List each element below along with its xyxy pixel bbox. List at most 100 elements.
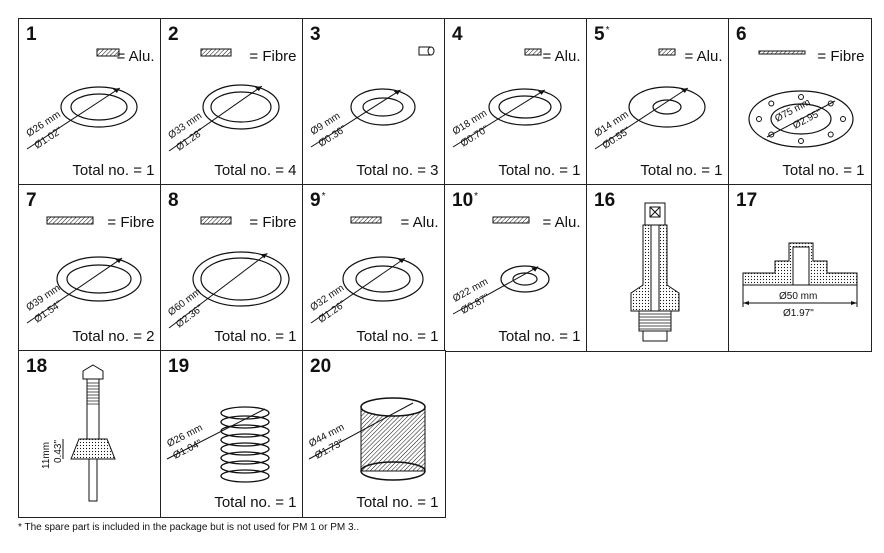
material-label: = Fibre xyxy=(249,48,297,65)
total-count: Total no. = 1 xyxy=(214,493,297,511)
gasket-outer-edge xyxy=(488,88,562,126)
filter-bottom-rim xyxy=(360,461,426,481)
stem-seal xyxy=(70,438,116,460)
part-number-text: 2 xyxy=(168,24,179,45)
part-number-text: 16 xyxy=(594,190,616,211)
part-number: 17 xyxy=(736,190,757,212)
material-label: = Fibre xyxy=(249,214,297,231)
material-swatch-icon xyxy=(658,48,676,56)
dimension-line xyxy=(166,408,266,460)
gasket-outer-edge xyxy=(628,86,706,128)
spring-coil xyxy=(220,460,270,474)
part-number-text: 10 xyxy=(452,190,474,211)
part-number-text: 7 xyxy=(26,190,37,211)
part-number-text: 19 xyxy=(168,356,190,377)
part-number-text: 1 xyxy=(26,24,37,45)
part-number: 7 xyxy=(26,190,37,212)
total-count: Total no. = 1 xyxy=(72,161,155,179)
filter-mesh xyxy=(360,406,426,472)
height-inch-label: 0.43" xyxy=(53,440,64,463)
total-count: Total no. = 1 xyxy=(782,161,865,179)
arrowhead-icon xyxy=(398,258,405,264)
dimension-line xyxy=(766,100,836,138)
valve-tip xyxy=(642,330,668,342)
square-socket-icon xyxy=(649,206,661,218)
material-label: = Alu. xyxy=(400,214,439,231)
part-number: 20 xyxy=(310,356,331,378)
material-label: = Alu. xyxy=(116,48,155,65)
part-number: 3 xyxy=(310,24,321,46)
arrowhead-icon xyxy=(537,89,545,95)
material-swatch-icon xyxy=(46,216,94,225)
valve-head xyxy=(644,202,666,226)
footnote: * The spare part is included in the pack… xyxy=(18,522,360,533)
part-number: 2 xyxy=(168,24,179,46)
arrowhead-icon xyxy=(680,88,688,93)
arrowhead-icon xyxy=(743,301,749,305)
gasket-inner-edge xyxy=(200,257,282,301)
gasket-inner-edge xyxy=(355,265,411,293)
arrowhead-icon xyxy=(851,301,857,305)
material-label: = Fibre xyxy=(107,214,155,231)
dimension-line xyxy=(310,89,401,148)
material-swatch-icon xyxy=(350,216,382,224)
part-number-text: 6 xyxy=(736,24,747,45)
spring-coil xyxy=(220,442,270,456)
total-count: Total no. = 1 xyxy=(214,327,297,345)
total-count: Total no. = 2 xyxy=(72,327,155,345)
stem-knob xyxy=(82,364,104,380)
part-number: 10* xyxy=(452,190,478,212)
part-number: 6 xyxy=(736,24,747,46)
arrowhead-icon xyxy=(260,253,268,259)
stem-lower xyxy=(88,458,98,502)
part-number: 19 xyxy=(168,356,189,378)
washer-end-icon xyxy=(427,46,435,56)
gasket-inner-edge xyxy=(498,95,552,119)
bolt-hole-icon xyxy=(827,100,834,107)
gasket-outer-edge xyxy=(500,265,550,293)
gasket-outer-edge xyxy=(192,251,290,307)
dimension-line xyxy=(26,257,123,324)
dimension-line xyxy=(594,87,689,150)
gasket-outer-edge xyxy=(350,88,416,126)
arrowhead-icon xyxy=(115,258,123,264)
diameter-inch-label: Ø1.97" xyxy=(783,308,814,319)
spring-coil xyxy=(220,469,270,483)
footnote-marker: * xyxy=(321,190,326,202)
spring-coil xyxy=(220,451,270,465)
dimension-line xyxy=(310,257,406,324)
bolt-hole-icon xyxy=(798,138,804,144)
bolt-hole-icon xyxy=(756,116,762,122)
arrowhead-icon xyxy=(254,86,262,92)
bolt-hole-icon xyxy=(827,131,834,138)
arrowhead-icon xyxy=(531,266,539,272)
part-number: 8 xyxy=(168,190,179,212)
gasket-outer-edge xyxy=(56,256,142,302)
gasket-outer-edge xyxy=(60,86,138,128)
gasket-inner-edge xyxy=(70,93,128,121)
gasket-inner-edge xyxy=(66,264,132,294)
part-number-text: 20 xyxy=(310,356,332,377)
total-count: Total no. = 1 xyxy=(356,493,439,511)
material-swatch-icon xyxy=(200,48,232,57)
